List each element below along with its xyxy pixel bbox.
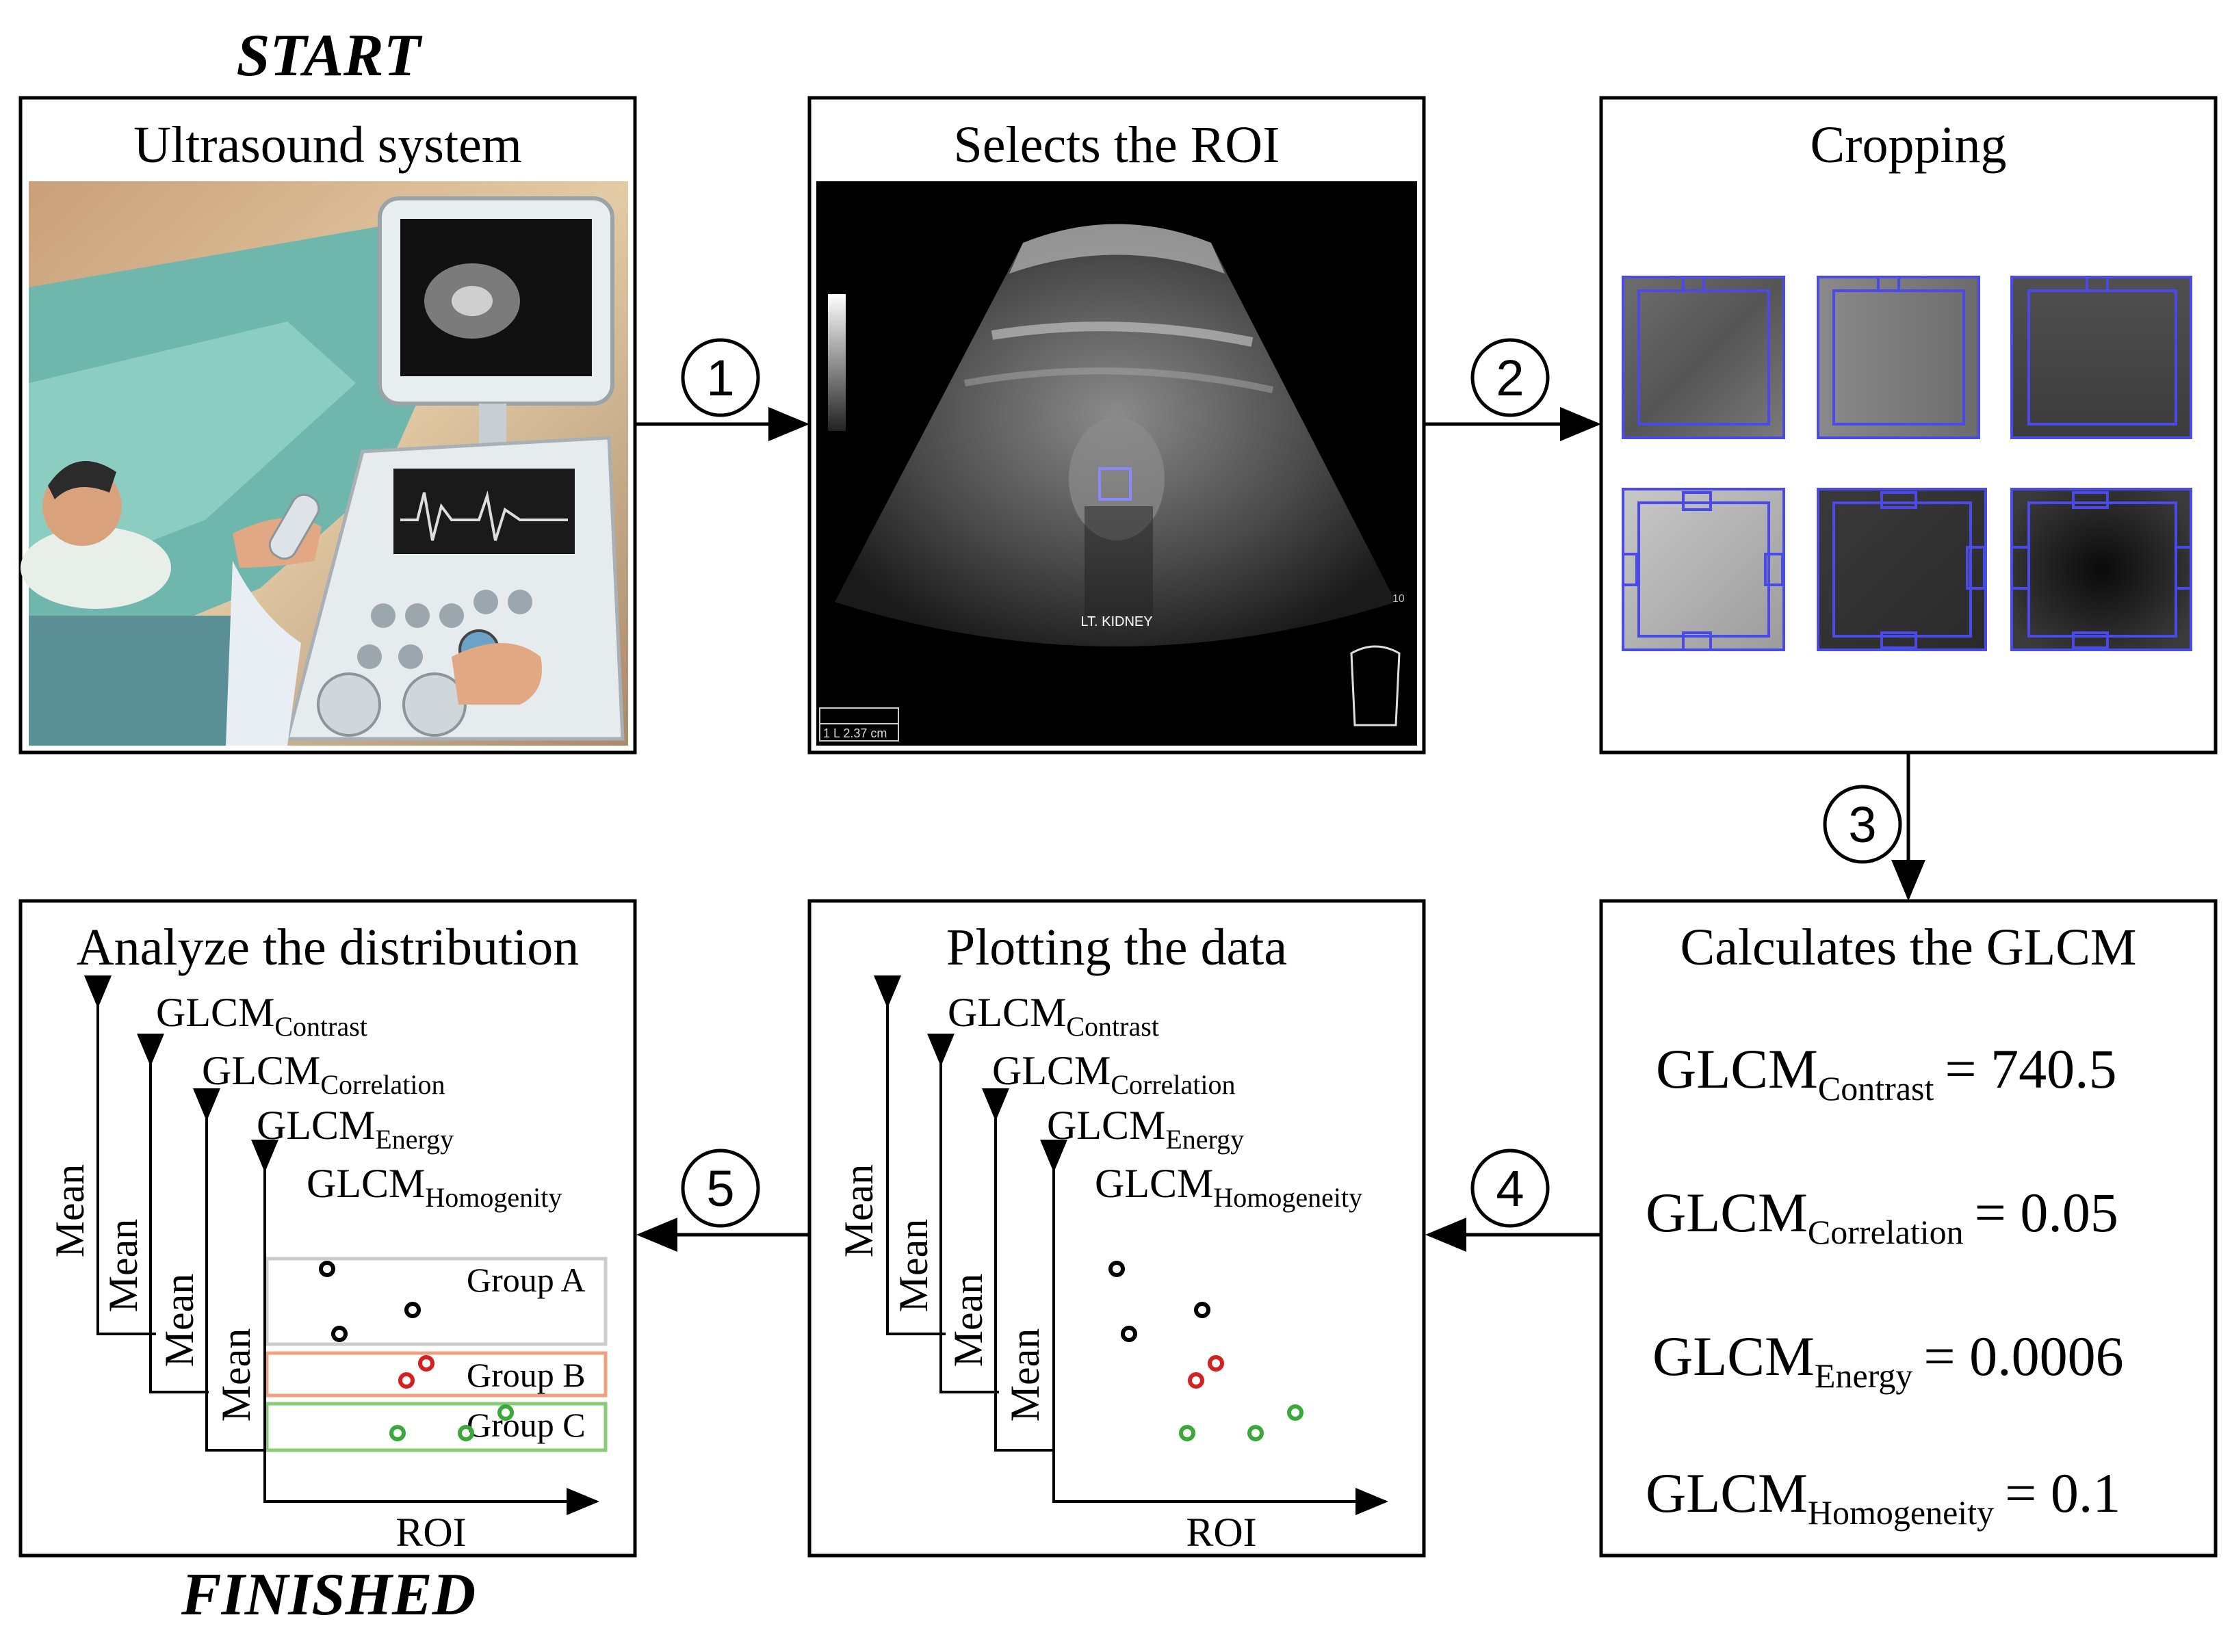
- panel-analyze: Analyze the distribution GLCMContrast GL…: [18, 899, 637, 1558]
- point-group-b: [1208, 1355, 1224, 1372]
- panel-title-glcm: Calculates the GLCM: [1681, 919, 2137, 976]
- y-labels: Mean Mean Mean Mean: [836, 1164, 1048, 1422]
- step-2-circle: [1470, 338, 1550, 417]
- glcm-correlation-row: GLCMCorrelation= 0.05: [1646, 1181, 2118, 1251]
- crop-patch: [1622, 488, 1785, 651]
- panel-roi: Selects the ROI LT. KIDNEY 1 L 2.37 cm 1…: [807, 96, 1426, 755]
- crop-patch: [1622, 276, 1785, 439]
- crop-patch: [1817, 276, 1980, 439]
- group-a-label: Group A: [467, 1261, 586, 1299]
- glcm-contrast-row: GLCMContrast= 740.5: [1656, 1038, 2117, 1107]
- point-group-a: [331, 1326, 348, 1342]
- glcm-energy-row: GLCMEnergy= 0.0006: [1652, 1325, 2124, 1395]
- point-group-c: [1247, 1425, 1264, 1441]
- panel-plotting: Plotting the data GLCMContrast GLCMCorre…: [807, 899, 1426, 1558]
- panel-title-analyze: Analyze the distribution: [77, 919, 580, 976]
- point-group-c: [1287, 1404, 1303, 1421]
- point-group-c: [1179, 1425, 1195, 1441]
- crop-patch: [2010, 488, 2192, 651]
- axis-titles: GLCMContrast GLCMCorrelation GLCMEnergy …: [948, 990, 1362, 1213]
- y-label-mean: Mean: [157, 1274, 202, 1367]
- panel-ultrasound: Ultrasound system: [18, 96, 637, 755]
- y-label-mean: Mean: [1002, 1328, 1048, 1422]
- scatter-points: [1108, 1261, 1303, 1441]
- y-labels: Mean Mean Mean Mean: [47, 1164, 259, 1422]
- x-label-roi: ROI: [1186, 1510, 1256, 1555]
- glcm-homogeneity-row: GLCMHomogeneity= 0.1: [1646, 1462, 2120, 1532]
- ultrasound-illustration: [21, 181, 628, 746]
- crop-patch: [2010, 276, 2192, 439]
- y-label-mean: Mean: [946, 1274, 991, 1367]
- panel-title-cropping: Cropping: [1810, 116, 2006, 174]
- step-3-circle: [1823, 785, 1902, 864]
- y-label-mean: Mean: [891, 1219, 936, 1313]
- axis-label-contrast: GLCMContrast: [948, 990, 1159, 1042]
- step-4-number: 4: [1496, 1160, 1524, 1217]
- axis-label-contrast: GLCMContrast: [156, 990, 367, 1042]
- point-group-a: [1194, 1302, 1210, 1318]
- panel-title-plotting: Plotting the data: [946, 919, 1287, 976]
- point-group-b: [1188, 1372, 1204, 1389]
- crop-patch: [1817, 488, 1987, 651]
- point-group-a: [404, 1302, 421, 1318]
- point-group-a: [1108, 1261, 1125, 1277]
- measure-label: 1 L 2.37 cm: [823, 726, 887, 740]
- axis-titles: GLCMContrast GLCMCorrelation GLCMEnergy …: [156, 990, 562, 1213]
- step-1-number: 1: [706, 350, 734, 406]
- step-4-circle: [1470, 1149, 1550, 1228]
- point-group-b: [398, 1372, 415, 1389]
- y-label-mean: Mean: [101, 1219, 146, 1313]
- group-labels: Group A Group B Group C: [467, 1261, 586, 1444]
- body-marker-icon: [1350, 645, 1401, 726]
- panel-glcm: Calculates the GLCM GLCMContrast= 740.5 …: [1599, 899, 2218, 1558]
- glcm-values: GLCMContrast= 740.5 GLCMCorrelation= 0.0…: [1646, 1038, 2124, 1532]
- group-b-label: Group B: [467, 1356, 586, 1394]
- ultrasound-image: LT. KIDNEY 1 L 2.37 cm 10: [816, 181, 1417, 746]
- stacked-axes: [84, 975, 599, 1515]
- stacked-axes: [874, 975, 1388, 1515]
- point-group-c: [389, 1425, 406, 1441]
- finished-label: FINISHED: [181, 1562, 476, 1628]
- y-label-mean: Mean: [836, 1164, 881, 1258]
- step-1-circle: [681, 338, 760, 417]
- point-group-c: [458, 1425, 474, 1441]
- panel-cropping: Cropping: [1599, 96, 2218, 755]
- start-label: START: [237, 23, 423, 89]
- y-label-mean: Mean: [47, 1164, 92, 1258]
- axis-label-correlation: GLCMCorrelation: [202, 1048, 445, 1100]
- group-c-label: Group C: [467, 1406, 586, 1444]
- panel-title-roi: Selects the ROI: [953, 116, 1280, 174]
- step-3-number: 3: [1848, 796, 1876, 853]
- roi-box: [1098, 467, 1132, 501]
- axis-label-energy: GLCMEnergy: [257, 1103, 454, 1155]
- axis-label-energy: GLCMEnergy: [1047, 1103, 1244, 1155]
- point-group-c: [497, 1404, 514, 1421]
- step-badges: 1 2 3 4 5: [681, 338, 1902, 1228]
- connectors: [635, 407, 1925, 1252]
- gray-scale-bar: [828, 294, 846, 431]
- step-5-number: 5: [706, 1160, 734, 1217]
- panel-title-ultrasound: Ultrasound system: [133, 116, 522, 174]
- axis-label-correlation: GLCMCorrelation: [992, 1048, 1236, 1100]
- step-5-circle: [681, 1149, 760, 1228]
- organ-label: LT. KIDNEY: [1080, 614, 1152, 629]
- point-group-a: [319, 1261, 335, 1277]
- axis-label-homogeneity: GLCMHomogeneity: [1095, 1161, 1362, 1213]
- cropped-patches: [1622, 276, 2192, 651]
- axis-label-homogeneity: GLCMHomogenity: [307, 1161, 562, 1213]
- x-label-roi: ROI: [395, 1510, 466, 1555]
- y-label-mean: Mean: [213, 1328, 259, 1422]
- point-group-a: [1121, 1326, 1137, 1342]
- point-group-b: [418, 1355, 434, 1372]
- depth-mark: 10: [1392, 593, 1405, 605]
- scatter-points: [319, 1261, 514, 1441]
- step-2-number: 2: [1496, 350, 1524, 406]
